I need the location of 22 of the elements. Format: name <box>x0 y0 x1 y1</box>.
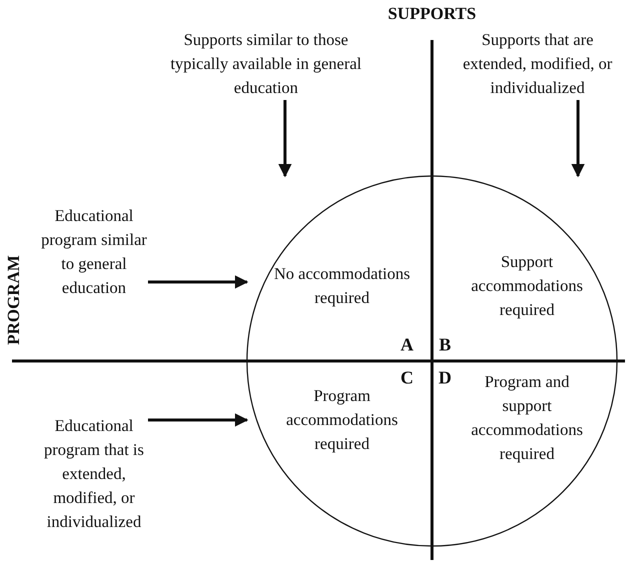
quadrant-label: Support accommodations required <box>470 251 584 321</box>
quadrant-letter: A <box>400 334 414 356</box>
description-text: Supports similar to those typically available in general education <box>169 29 363 99</box>
circle-quadrant <box>247 176 432 361</box>
arrow <box>278 100 292 178</box>
arrow <box>148 413 248 427</box>
description-text: Supports that are extended, modified, or individualized <box>462 29 614 99</box>
description-text: Educational program similar to general education <box>40 205 148 299</box>
arrow <box>571 100 585 178</box>
quadrant-label: Program accommodations required <box>285 385 399 455</box>
description-text: Educational program that is extended, modified, or individualized <box>43 415 145 533</box>
axis-title: PROGRAM <box>4 255 24 345</box>
axis-title: SUPPORTS <box>388 4 476 24</box>
quadrant-letter: C <box>400 368 414 388</box>
circle-quadrant <box>247 361 432 546</box>
quadrant-label: Program and support accommodations required <box>470 371 584 465</box>
quadrant-letter: D <box>438 368 452 388</box>
quadrant-label: No accommodations required <box>272 263 412 309</box>
circle-quadrant <box>432 361 617 546</box>
circle-quadrant <box>432 176 617 361</box>
arrow <box>148 275 248 289</box>
quadrant-letter: B <box>439 334 451 356</box>
